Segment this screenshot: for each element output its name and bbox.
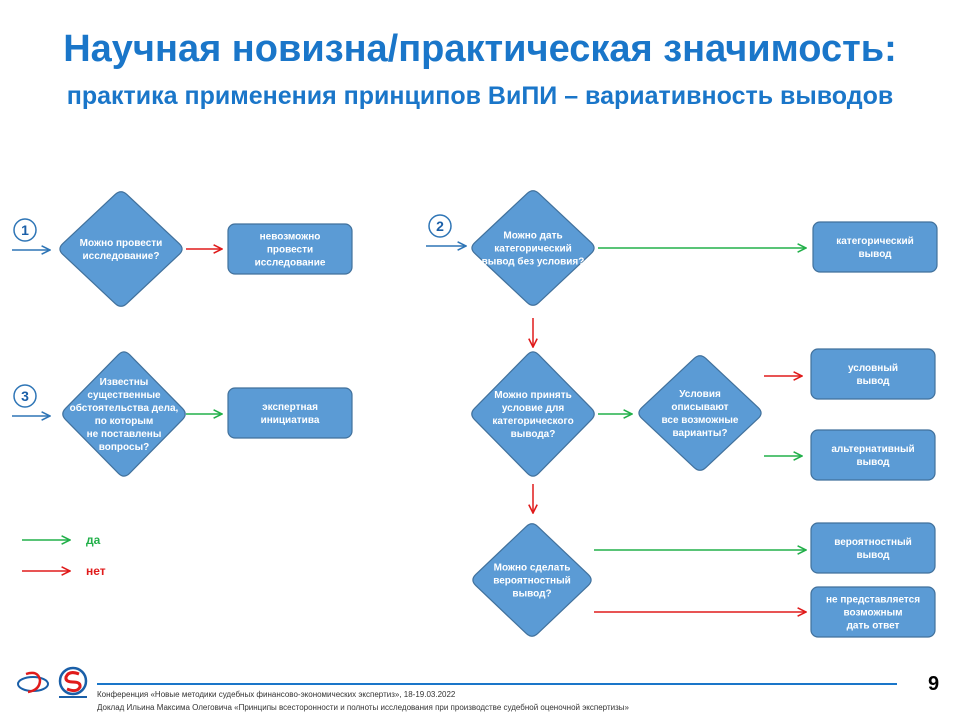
node-text-line: не представляется: [826, 595, 920, 606]
node-text-line: вывод: [858, 249, 892, 260]
result-box: [810, 586, 936, 638]
decision-diamond: [62, 351, 186, 477]
node-text-line: исследование?: [83, 251, 160, 262]
step-number-3: 3: [13, 384, 37, 408]
node-text-line: варианты?: [673, 428, 728, 439]
node-text-line: вывод: [856, 376, 890, 387]
decision-d2d: Можно сделать вероятностный вывод?: [472, 523, 592, 637]
node-text-line: дать ответ: [847, 621, 900, 632]
node-text-line: все возможные: [662, 415, 739, 426]
node-text-line: вывод без условия?: [482, 256, 585, 268]
svg-text:3: 3: [21, 388, 29, 404]
node-text-line: возможным: [843, 608, 902, 619]
result-box: [812, 221, 938, 273]
svg-text:2: 2: [436, 218, 444, 234]
result-r2c1: условный вывод: [810, 348, 936, 400]
node-text-line: невозможно: [260, 232, 321, 243]
result-box: [810, 429, 936, 481]
legend-no-label: нет: [86, 564, 106, 578]
result-box: [227, 387, 353, 439]
decision-diamond: [471, 351, 595, 477]
footer-conference: Конференция «Новые методики судебных фин…: [97, 690, 456, 699]
svg-text:1: 1: [21, 222, 29, 238]
decision-d2c: Условия описывают все возможные варианты?: [638, 355, 762, 471]
node-text-line: обстоятельства дела,: [70, 402, 179, 414]
result-box: [810, 522, 936, 574]
result-r2d2: не представляется возможным дать ответ: [810, 586, 936, 638]
footer-divider: [97, 683, 897, 685]
node-text-line: альтернативный: [831, 444, 914, 455]
node-text-line: провести: [267, 245, 313, 256]
result-box: [810, 348, 936, 400]
node-text-line: Известны: [100, 377, 149, 388]
page-number: 9: [928, 673, 940, 695]
logo-right-icon: [55, 665, 91, 701]
result-r3: экспертная инициатива: [227, 387, 353, 439]
decision-diamond: [472, 523, 592, 637]
node-text-line: вывода?: [511, 429, 556, 440]
step-number-1: 1: [13, 218, 37, 242]
result-r2c2: альтернативный вывод: [810, 429, 936, 481]
footer-report: Доклад Ильина Максима Олеговича «Принцип…: [97, 703, 629, 712]
decision-d2b: Можно принять условие для категорического в…: [471, 351, 595, 477]
step-number-2: 2: [428, 214, 452, 238]
node-text-line: вывод: [856, 550, 890, 561]
node-text-line: условие для: [502, 403, 565, 414]
slide-subtitle: практика применения принципов ВиПИ – вар…: [66, 82, 894, 110]
node-text-line: вопросы?: [99, 442, 149, 453]
decision-d1: Можно провести исследование?: [59, 191, 183, 307]
node-text-line: экспертная: [262, 402, 318, 413]
node-text-line: Можно дать: [503, 231, 562, 242]
node-text-line: вероятностный: [834, 537, 912, 548]
result-r2d1: вероятностный вывод: [810, 522, 936, 574]
decision-diamond: [471, 190, 595, 306]
legend-yes-label: да: [86, 533, 101, 547]
node-text-line: существенные: [87, 390, 161, 401]
node-text-line: вывод?: [512, 589, 551, 600]
decision-diamond: [59, 191, 183, 307]
node-text-line: вывод: [856, 457, 890, 468]
node-text-line: категорический: [836, 236, 914, 247]
node-text-line: исследование: [255, 258, 326, 269]
decision-diamond: [638, 355, 762, 471]
node-text-line: Условия: [679, 389, 721, 400]
node-text-line: по которым: [95, 416, 154, 427]
node-text-line: Можно принять: [494, 390, 572, 401]
result-r2a: категорический вывод: [812, 221, 938, 273]
node-text-line: инициатива: [261, 415, 320, 426]
node-text-line: описывают: [671, 402, 728, 413]
slide-title: Научная новизна/практическая значимость:: [63, 28, 897, 70]
node-text-line: не поставлены: [87, 429, 162, 440]
logo-left-icon: [16, 668, 50, 698]
legend: да нет: [22, 533, 106, 578]
node-text-line: категорический: [494, 244, 572, 255]
node-text-line: условный: [848, 363, 898, 374]
result-box: [227, 223, 353, 275]
node-text-line: категорического: [492, 416, 573, 427]
node-text-line: вероятностный: [493, 576, 571, 587]
node-text-line: Можно сделать: [494, 563, 571, 574]
result-r1: невозможно провести исследование: [227, 223, 353, 275]
node-text-line: Можно провести: [80, 238, 163, 249]
